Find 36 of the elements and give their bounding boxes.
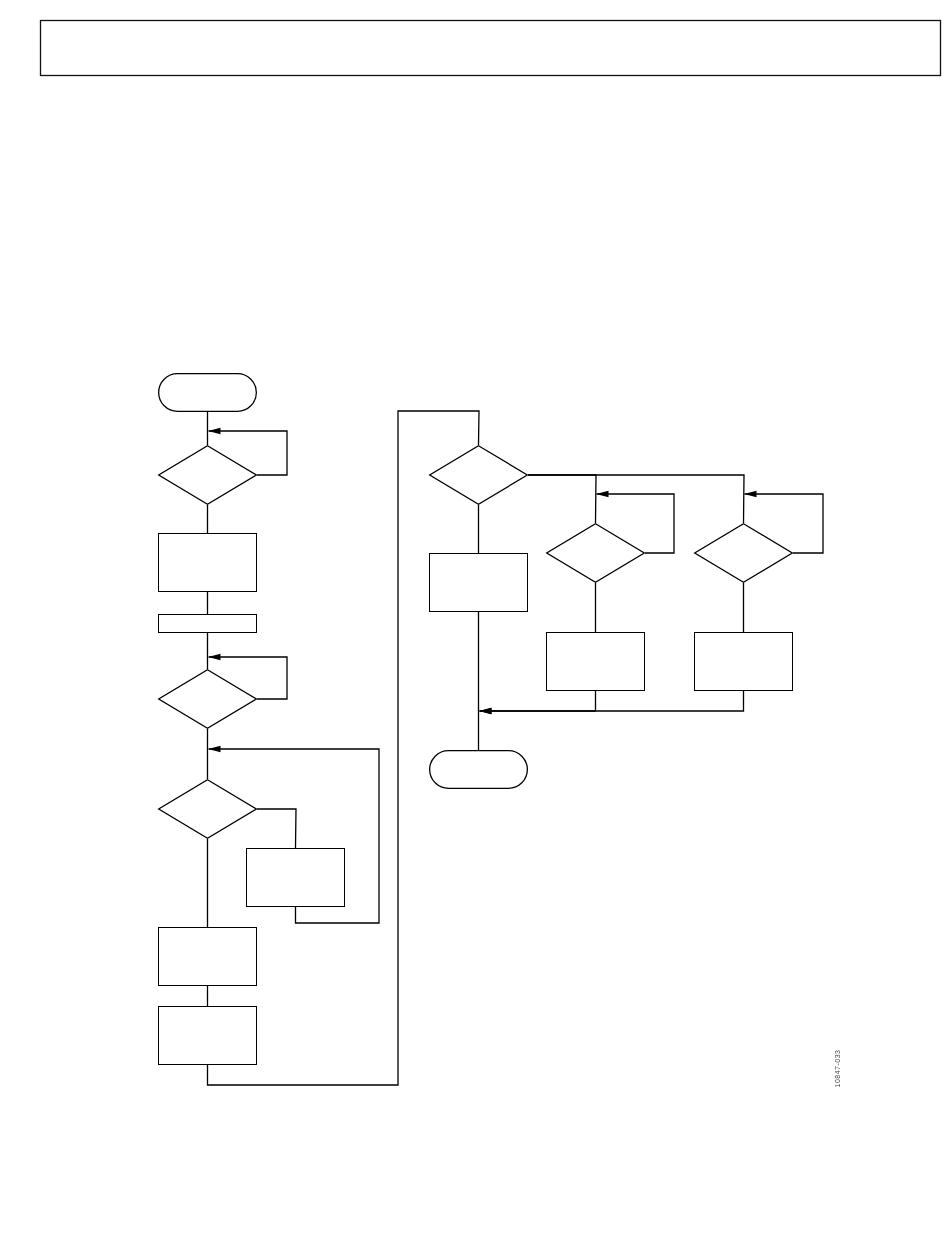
process-box [158,614,257,633]
decision-diamond [158,445,257,505]
arrow [207,653,288,700]
terminal-shape [429,750,528,789]
connector-line [206,411,209,446]
connector-line [594,582,597,633]
connector-line [206,728,209,780]
process-box [158,927,257,986]
connector-line [256,808,297,849]
decision-diamond [694,523,793,583]
connector-line [742,582,745,633]
process-box [158,533,257,592]
terminal-shape [158,373,257,412]
process-box [246,848,345,907]
connector-line [206,632,209,670]
arrow [207,427,288,476]
process-box [158,1006,257,1065]
decision-diamond [429,445,528,505]
connector-line [477,504,480,554]
decision-diamond [158,779,257,839]
arrow [743,490,824,554]
connector-line [206,591,209,615]
decision-diamond [546,523,645,583]
connector-line [206,410,480,1086]
arrow [207,745,380,924]
connector-line [527,474,745,524]
connector-line [206,504,209,534]
arrow [478,690,745,715]
decision-diamond [158,669,257,729]
connector-line [206,985,209,1007]
process-box [546,632,645,691]
connector-line [477,611,480,751]
arrow [595,490,675,554]
connector-line [206,838,209,928]
process-box [694,632,793,691]
process-box [429,553,528,612]
